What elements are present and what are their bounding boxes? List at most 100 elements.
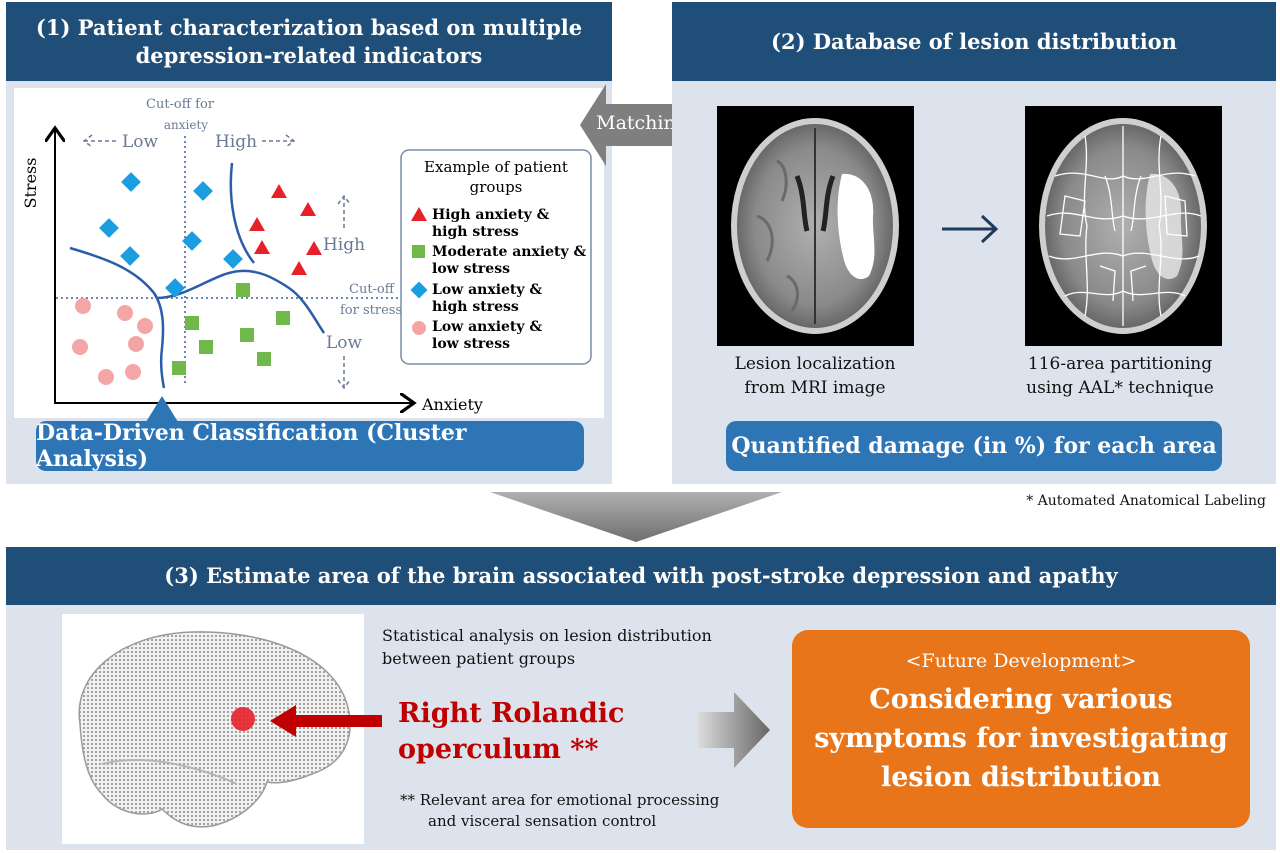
legend-item-3-line2: high stress	[432, 299, 519, 315]
cutoff-anxiety-label-1: Cut-off for	[146, 97, 215, 112]
arrow-high-up	[337, 194, 351, 228]
point-triangle	[300, 202, 316, 216]
legend-item-4-line1: Low anxiety &	[432, 319, 542, 335]
point-diamond	[121, 172, 141, 192]
boundary-curve-top	[229, 162, 255, 264]
cluster-chart: Stress Anxiety Cut-off for anxiety Cut-o…	[21, 97, 592, 414]
future-development-box: <Future Development> Considering various…	[792, 630, 1250, 828]
point-diamond	[165, 278, 185, 298]
footnote-aal: * Automated Anatomical Labeling	[1026, 493, 1266, 509]
red-pointer-arrow	[270, 705, 382, 737]
point-triangle	[306, 241, 322, 255]
points-high-anxiety-high-stress	[249, 184, 322, 275]
point-circle	[125, 364, 141, 380]
cutoff-stress-label-1: Cut-off	[349, 282, 396, 297]
point-circle	[72, 339, 88, 355]
point-square	[257, 352, 271, 366]
legend-triangle-icon	[411, 207, 427, 221]
points-low-anxiety-low-stress	[72, 298, 153, 385]
point-triangle	[249, 217, 265, 231]
legend-square-icon	[412, 245, 425, 258]
mri-image-aal-partition	[1025, 106, 1222, 346]
legend-title-1: Example of patient	[424, 158, 568, 176]
future-body: Considering various symptoms for investi…	[792, 680, 1250, 797]
point-triangle	[291, 261, 307, 275]
point-circle	[75, 298, 91, 314]
legend-circle-icon	[412, 321, 426, 335]
y-axis-label: Stress	[21, 158, 40, 209]
point-circle	[128, 336, 144, 352]
brain-model-image	[62, 614, 364, 844]
note-line2: and visceral sensation control	[428, 812, 657, 830]
down-arrow-icon	[490, 492, 782, 542]
caption-aal-partition: 116-area partitioning using AAL* techniq…	[1000, 353, 1240, 401]
panel1-title-line1: (1) Patient characterization based on mu…	[35, 15, 583, 41]
legend-item-1-line1: High anxiety &	[432, 207, 550, 223]
cutoff-anxiety-label-2: anxiety	[164, 118, 208, 132]
legend-item-1-line2: high stress	[432, 224, 519, 240]
point-square	[240, 328, 254, 342]
panel3-title: (3) Estimate area of the brain associate…	[6, 547, 1276, 605]
caption-lesion-localization: Lesion localization from MRI image	[700, 353, 930, 401]
statistical-analysis-text: Statistical analysis on lesion distribut…	[382, 624, 762, 670]
point-square	[276, 311, 290, 325]
future-line1: Considering various	[869, 684, 1173, 715]
point-square	[172, 361, 186, 375]
cutoff-stress-label-2: for stress	[340, 303, 402, 318]
label-high-top: High	[215, 132, 257, 152]
point-triangle	[271, 184, 287, 198]
point-diamond	[223, 249, 243, 269]
caption-left-line1: Lesion localization	[734, 354, 896, 374]
legend-box	[400, 149, 592, 365]
points-moderate-anxiety-low-stress	[172, 283, 290, 375]
points-low-anxiety-high-stress	[99, 172, 243, 298]
point-diamond	[99, 218, 119, 238]
label-low-bottom: Low	[326, 333, 363, 353]
result-line2: operculum **	[398, 734, 599, 766]
mri-image-lesion	[717, 106, 914, 346]
panel2-title: (2) Database of lesion distribution	[672, 2, 1276, 81]
stat-line2: between patient groups	[382, 649, 576, 669]
result-line1: Right Rolandic	[398, 698, 625, 729]
label-high-right: High	[323, 235, 365, 255]
panel1-title-line2: depression-related indicators	[135, 42, 483, 68]
matching-label: Matching	[596, 112, 688, 134]
point-square	[185, 316, 199, 330]
x-axis-label: Anxiety	[421, 395, 483, 414]
label-low-left: Low	[122, 132, 159, 152]
point-square	[199, 340, 213, 354]
legend-item-3-line1: Low anxiety &	[432, 282, 542, 298]
caption-right-line2: using AAL* technique	[1026, 377, 1214, 398]
arrow-low-left	[82, 134, 116, 148]
point-circle	[117, 305, 133, 321]
note-line1: ** Relevant area for emotional processin…	[400, 791, 720, 809]
caption-left-line2: from MRI image	[744, 377, 886, 398]
point-square	[236, 283, 250, 297]
classification-label: Data-Driven Classification (Cluster Anal…	[36, 420, 584, 472]
quantified-damage-label: Quantified damage (in %) for each area	[726, 421, 1222, 471]
point-diamond	[120, 246, 140, 266]
legend-item-2-line1: Moderate anxiety &	[432, 244, 587, 260]
relevance-note: ** Relevant area for emotional processin…	[400, 790, 760, 832]
result-right-rolandic-operculum: Right Rolandic operculum **	[398, 696, 658, 769]
stat-line1: Statistical analysis on lesion distribut…	[382, 626, 712, 645]
panel1-title: (1) Patient characterization based on mu…	[6, 2, 612, 81]
boundary-curve-left	[69, 246, 166, 389]
arrow-low-down	[337, 356, 351, 390]
legend-title-2: groups	[470, 178, 523, 196]
caption-right-line1: 116-area partitioning	[1027, 354, 1213, 374]
legend: Example of patient groups High anxiety &…	[400, 149, 592, 365]
arrow-high-right	[262, 134, 296, 148]
pointer-triangle	[146, 396, 178, 422]
future-line2: symptoms for investigating	[814, 723, 1228, 755]
point-diamond	[193, 181, 213, 201]
future-title: <Future Development>	[905, 650, 1137, 672]
point-triangle	[254, 240, 270, 254]
point-circle	[137, 318, 153, 334]
boundary-curve-middle	[155, 269, 326, 334]
right-arrow-icon	[940, 212, 1000, 246]
point-circle	[98, 369, 114, 385]
gray-right-arrow-icon	[698, 692, 770, 768]
future-line3: lesion distribution	[880, 762, 1162, 794]
rolandic-operculum-highlight	[231, 707, 255, 731]
